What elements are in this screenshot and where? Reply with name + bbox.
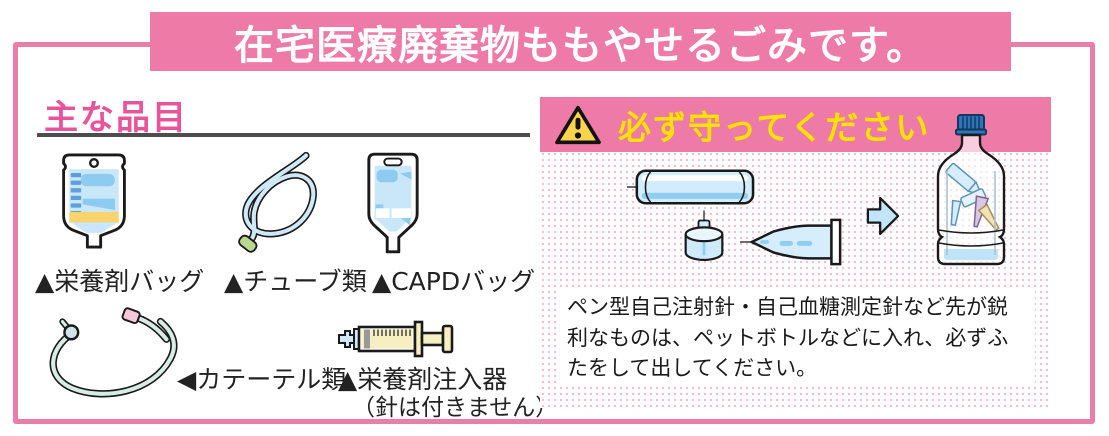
capd-bag-icon <box>367 152 419 254</box>
warning-triangle-icon <box>555 105 601 144</box>
catheter-icon <box>49 307 178 398</box>
pet-bottle-icon <box>936 114 1006 266</box>
item-label-nutrition-bag: ▲栄養剤バッグ <box>35 267 205 296</box>
title-banner: 在宅医療廃棄物ももやせるごみです。 <box>150 12 1011 71</box>
warning-heading: 必ず守ってください <box>618 107 931 147</box>
warning-panel: 必ず守ってください <box>540 97 1051 408</box>
needle-cap-icon <box>684 210 724 261</box>
tubes-icon <box>238 151 317 253</box>
item-label-capd-bag: ▲CAPDバッグ <box>372 267 536 296</box>
nutrition-bag-icon <box>62 153 126 249</box>
item-label-nutrient-syringe: ▲栄養剤注入器 <box>338 365 508 394</box>
pen-needle-case-icon <box>626 169 755 205</box>
notice-text: ペン型自己注射針・自己血糖測定針など先が鋭利なものは、ペットボトルなどに入れ、必… <box>567 295 1009 381</box>
item-label-catheter: ◀カテーテル類 <box>177 365 347 394</box>
page-title: 在宅医療廃棄物ももやせるごみです。 <box>234 22 927 69</box>
items-section-heading: 主な品目 <box>44 98 188 138</box>
heading-rule <box>37 133 530 137</box>
right-arrow-icon <box>866 196 900 236</box>
item-note-no-needle: （針は付きません） <box>352 395 559 421</box>
pen-needle-icon <box>740 218 842 266</box>
item-label-tubes: ▲チューブ類 <box>224 267 367 296</box>
notice-box: ペン型自己注射針・自己血糖測定針など先が鋭利なものは、ペットボトルなどに入れ、必… <box>556 287 1035 384</box>
nutrient-syringe-icon <box>338 320 454 358</box>
